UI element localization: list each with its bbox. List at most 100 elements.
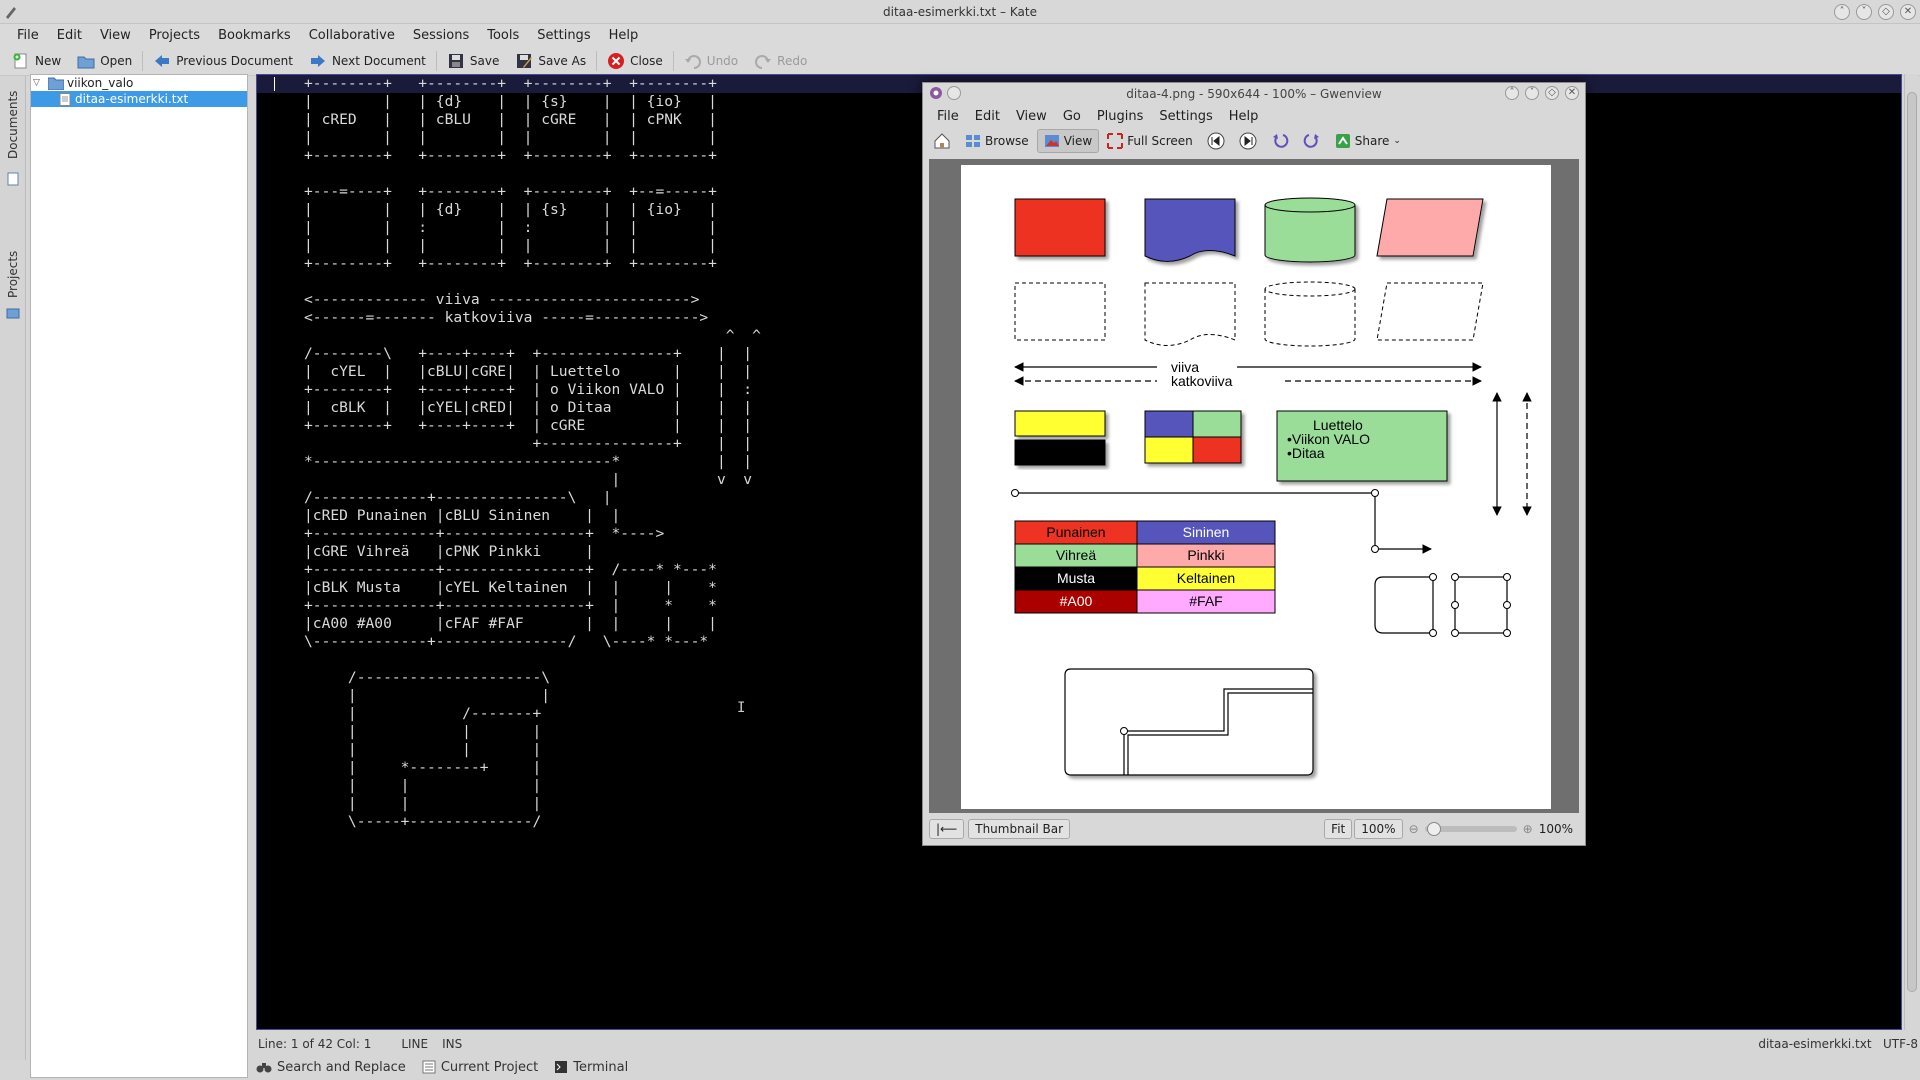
mouse-ibeam-icon: I bbox=[737, 700, 746, 716]
file-tree: ▽ viikon_valo ditaa-esimerkki.txt bbox=[30, 74, 248, 1078]
dashed-storage-shape bbox=[1264, 281, 1356, 347]
zoom-100-button[interactable]: 100% bbox=[1354, 819, 1403, 839]
home-button[interactable] bbox=[927, 129, 957, 153]
browse-button[interactable]: Browse bbox=[959, 129, 1035, 153]
toolbar-separator bbox=[435, 50, 437, 71]
gwen-menu-edit[interactable]: Edit bbox=[974, 108, 1000, 124]
menu-settings[interactable]: Settings bbox=[537, 27, 591, 43]
gwenview-minimize-button[interactable]: ˅ bbox=[1525, 86, 1539, 100]
tree-folder-row[interactable]: ▽ viikon_valo bbox=[31, 75, 247, 91]
scrollbar-thumb[interactable] bbox=[1907, 92, 1917, 992]
gwenview-menubar: File Edit View Go Plugins Settings Help bbox=[923, 105, 1585, 127]
previous-image-button[interactable] bbox=[1201, 129, 1231, 153]
menu-projects[interactable]: Projects bbox=[148, 27, 201, 43]
connector-point bbox=[1011, 489, 1019, 497]
projects-tab[interactable]: Projects bbox=[2, 244, 24, 304]
editor-vertical-scrollbar[interactable] bbox=[1904, 74, 1918, 1030]
view-mode-button[interactable]: View bbox=[1036, 129, 1100, 153]
undo-button[interactable]: Undo bbox=[676, 48, 746, 74]
window-close-button[interactable]: ✕ bbox=[1900, 4, 1916, 20]
gwen-menu-go[interactable]: Go bbox=[1062, 108, 1081, 124]
folder-icon bbox=[48, 77, 64, 90]
terminal-label: Terminal bbox=[573, 1059, 629, 1075]
zoom-slider[interactable] bbox=[1424, 822, 1517, 836]
color-table-cell bbox=[1136, 589, 1276, 614]
luettelo-item-2: •Ditaa bbox=[1287, 445, 1325, 461]
menu-sessions[interactable]: Sessions bbox=[412, 27, 470, 43]
next-image-button[interactable] bbox=[1233, 129, 1263, 153]
text-cursor bbox=[274, 77, 275, 91]
current-project-tab[interactable]: Current Project bbox=[422, 1060, 538, 1075]
rotate-right-button[interactable] bbox=[1297, 129, 1327, 153]
gwenview-close-button[interactable]: ✕ bbox=[1565, 86, 1579, 100]
documents-tab[interactable]: Documents bbox=[2, 80, 24, 170]
documents-icon bbox=[7, 172, 19, 186]
window-restore-button[interactable]: ˄ bbox=[1834, 4, 1850, 20]
menu-bookmarks[interactable]: Bookmarks bbox=[218, 27, 291, 43]
open-button[interactable]: Open bbox=[69, 48, 140, 74]
gwenview-keep-above-button[interactable]: ˄ bbox=[1505, 86, 1519, 100]
thumbnail-bar-button[interactable]: Thumbnail Bar bbox=[968, 819, 1071, 839]
next-document-button[interactable]: Next Document bbox=[301, 48, 434, 74]
menu-tools[interactable]: Tools bbox=[487, 27, 520, 43]
menu-edit[interactable]: Edit bbox=[56, 27, 82, 43]
share-dropdown-icon[interactable]: ⌄ bbox=[1393, 136, 1401, 146]
projects-tab-label: Projects bbox=[6, 250, 20, 298]
gwenview-maximize-button[interactable]: ◇ bbox=[1545, 86, 1559, 100]
binoculars-icon bbox=[256, 1063, 272, 1073]
color-table-label: Pinkki bbox=[1187, 547, 1224, 563]
menu-help[interactable]: Help bbox=[608, 27, 639, 43]
gwen-menu-file[interactable]: File bbox=[937, 108, 959, 124]
search-replace-tab[interactable]: Search and Replace bbox=[256, 1060, 406, 1075]
green-storage-shape bbox=[1264, 197, 1356, 263]
terminal-tab[interactable]: Terminal bbox=[554, 1060, 628, 1075]
tree-folder-label: viikon_valo bbox=[67, 76, 134, 90]
zoom-in-icon[interactable]: ⊕ bbox=[1522, 822, 1533, 836]
toggle-sidebar-button[interactable]: |⟵ bbox=[929, 819, 965, 839]
dashed-document-shape bbox=[1144, 282, 1236, 346]
browse-grid-icon bbox=[966, 135, 980, 147]
fit-button[interactable]: Fit bbox=[1324, 819, 1353, 839]
open-label: Open bbox=[100, 53, 133, 68]
color-table-label: Punainen bbox=[1046, 524, 1105, 540]
menu-file[interactable]: File bbox=[17, 27, 39, 43]
close-button[interactable]: Close bbox=[599, 48, 671, 74]
save-as-button[interactable]: Save As bbox=[507, 48, 594, 74]
tree-expand-icon[interactable]: ▽ bbox=[33, 78, 40, 88]
window-maximize-button[interactable]: ◇ bbox=[1878, 4, 1894, 20]
redo-button[interactable]: Redo bbox=[746, 48, 815, 74]
gwen-menu-help[interactable]: Help bbox=[1228, 108, 1259, 124]
fullscreen-button[interactable]: Full Screen bbox=[1101, 129, 1199, 153]
zoom-slider-handle[interactable] bbox=[1426, 822, 1441, 836]
tree-file-row[interactable]: ditaa-esimerkki.txt bbox=[31, 91, 247, 107]
arrow-left-icon bbox=[155, 54, 170, 67]
zoom-out-icon[interactable]: ⊖ bbox=[1408, 822, 1419, 836]
menu-collaborative[interactable]: Collaborative bbox=[308, 27, 395, 43]
bottom-tool-tabs: Search and Replace Current Project Termi… bbox=[256, 1056, 1920, 1078]
luettelo-item-1: •Viikon VALO bbox=[1287, 431, 1370, 447]
share-button[interactable]: Share ⌄ bbox=[1329, 129, 1407, 153]
redo-label: Redo bbox=[777, 53, 808, 68]
save-label: Save bbox=[469, 53, 500, 68]
zoom-100-label: 100% bbox=[1361, 822, 1396, 836]
selection-mode[interactable]: LINE bbox=[401, 1037, 429, 1051]
window-titlebar: ditaa-esimerkki.txt – Kate ˄ ˅ ◇ ✕ bbox=[0, 0, 1920, 24]
editor-content[interactable]: +--------+ +--------+ +--------+ +------… bbox=[304, 75, 761, 830]
gwenview-toolbar: Browse View Full Screen Share ⌄ bbox=[923, 127, 1585, 155]
gwen-menu-view[interactable]: View bbox=[1015, 108, 1047, 124]
save-button[interactable]: Save bbox=[439, 48, 507, 74]
gwen-menu-settings[interactable]: Settings bbox=[1159, 108, 1213, 124]
connector-line bbox=[1015, 492, 1432, 554]
gwenview-menu-button[interactable] bbox=[947, 86, 961, 100]
gwen-menu-plugins[interactable]: Plugins bbox=[1096, 108, 1144, 124]
encoding[interactable]: UTF-8 bbox=[1883, 1037, 1918, 1051]
previous-document-button[interactable]: Previous Document bbox=[145, 48, 301, 74]
window-minimize-button[interactable]: ˅ bbox=[1856, 4, 1872, 20]
insert-mode[interactable]: INS bbox=[442, 1037, 463, 1051]
new-button[interactable]: New bbox=[4, 48, 69, 74]
menu-view[interactable]: View bbox=[99, 27, 131, 43]
gwenview-app-icon bbox=[930, 87, 942, 99]
rotate-left-button[interactable] bbox=[1265, 129, 1295, 153]
image-view-area[interactable]: viiva katkoviiva Luettelo •Viikon VALO •… bbox=[929, 159, 1579, 813]
